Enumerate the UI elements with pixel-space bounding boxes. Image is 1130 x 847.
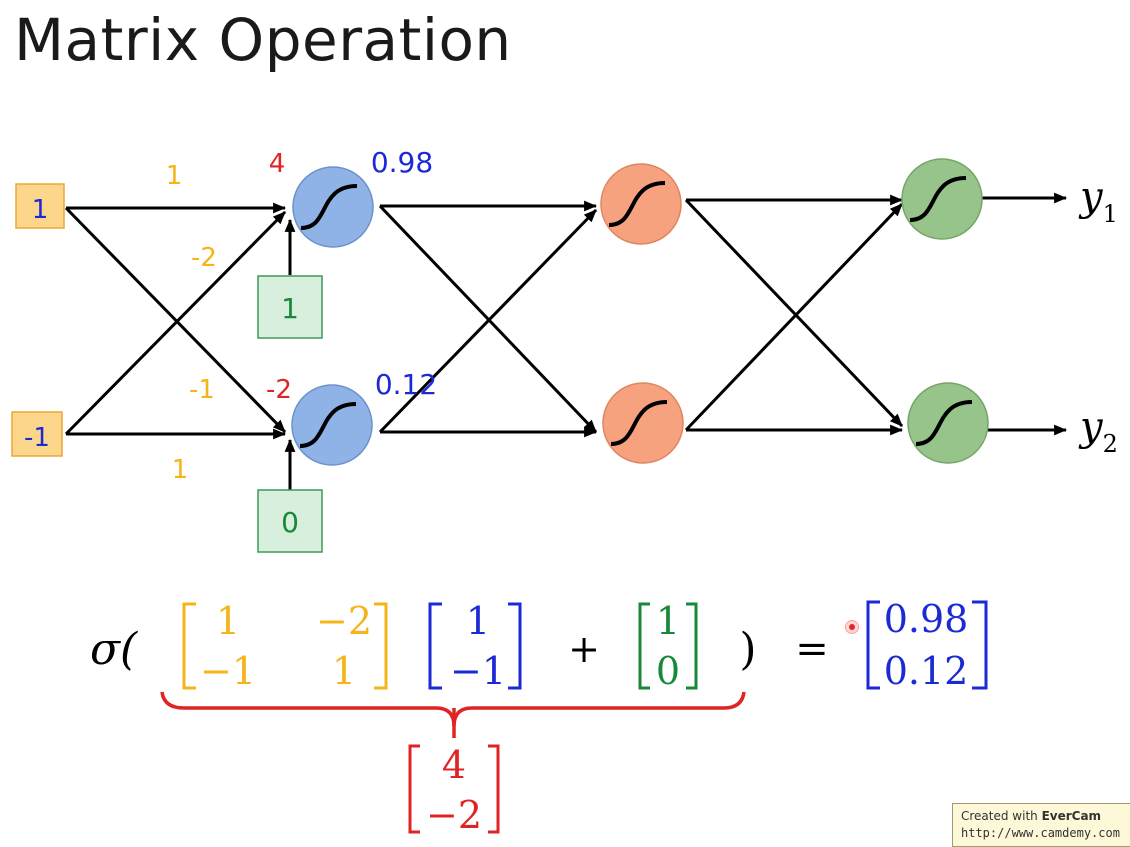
- sigmoid-icon: [610, 400, 668, 446]
- input-node-1: 1: [15, 183, 65, 229]
- slide-title: Matrix Operation: [14, 6, 512, 74]
- sigmoid-icon: [909, 176, 967, 222]
- bv-1: 1: [656, 599, 680, 643]
- pointer-highlight: [845, 620, 859, 634]
- wm-21: −1: [200, 649, 256, 693]
- input-vector: 1 −1: [428, 599, 522, 693]
- sigmoid-icon: [608, 181, 666, 227]
- bv-2: 0: [656, 649, 680, 693]
- weight-matrix: 1 −2 −1 1: [182, 599, 388, 693]
- edge-x1-n2: [64, 206, 287, 434]
- neuron-layer3-2: [907, 382, 989, 464]
- plus-sign: +: [568, 627, 600, 671]
- neuron-layer2-2: [602, 382, 684, 464]
- weight-w22: 1: [172, 455, 189, 485]
- bias-node-1: 1: [257, 275, 323, 339]
- edge-l2-2-l3-1: [684, 202, 904, 432]
- bias-value-1: 1: [281, 292, 299, 325]
- rv-2: 0.12: [884, 649, 969, 693]
- output-y2: y2: [1078, 404, 1118, 458]
- preactivation-z2: -2: [266, 375, 292, 405]
- weight-w11: 1: [166, 161, 183, 191]
- close-paren: ): [739, 624, 756, 675]
- neuron-layer3-1: [901, 158, 983, 240]
- wm-11: 1: [216, 599, 240, 643]
- input-node-2: -1: [11, 411, 63, 457]
- edges-layer1-layer2: [378, 200, 598, 438]
- edge-x2-n1: [64, 210, 287, 436]
- iv-1: 1: [466, 599, 490, 643]
- brv-1: 4: [442, 743, 466, 787]
- preactivation-z1: 4: [269, 149, 286, 179]
- iv-2: −1: [450, 649, 506, 693]
- activation-a1: 0.98: [371, 146, 433, 179]
- input-value-2: -1: [24, 423, 50, 453]
- equals-sign: =: [795, 626, 829, 672]
- neuron-layer2-1: [600, 163, 682, 245]
- wm-22: 1: [332, 649, 356, 693]
- neuron-layer1-1: [292, 166, 374, 248]
- brv-2: −2: [426, 793, 482, 837]
- bias-value-2: 0: [281, 506, 299, 539]
- activation-a2: 0.12: [375, 368, 437, 401]
- watermark-line1: Created with EverCam: [961, 809, 1102, 823]
- weight-w12: -2: [191, 243, 217, 273]
- sigmoid-icon: [299, 402, 357, 448]
- sigmoid-icon: [300, 184, 358, 230]
- equation: σ( 1 −2 −1 1 1 −1 + 1 0 ) =: [90, 597, 988, 837]
- edges-input-layer1: [64, 202, 296, 490]
- bias-node-2: 0: [257, 489, 323, 553]
- rv-1: 0.98: [884, 597, 969, 641]
- watermark: Created with EverCam http://www.camdemy.…: [952, 803, 1130, 847]
- activation-labels: 0.98 0.12: [371, 146, 437, 401]
- watermark-url: http://www.camdemy.com: [961, 826, 1120, 840]
- weight-w21: -1: [189, 375, 215, 405]
- neuron-layer1-2: [291, 384, 373, 466]
- wm-12: −2: [316, 599, 372, 643]
- output-labels: y1 y2: [1078, 174, 1118, 458]
- weight-labels: 1 -2 -1 1: [166, 161, 217, 485]
- edges-layer2-layer3: [684, 192, 1068, 436]
- output-y1: y1: [1078, 174, 1118, 228]
- input-value-1: 1: [32, 195, 49, 225]
- bias-vector: 1 0: [638, 599, 698, 693]
- sigma-symbol: σ(: [90, 624, 138, 675]
- preactivation-labels: 4 -2: [266, 149, 292, 405]
- sigmoid-icon: [915, 400, 973, 446]
- brace-result-vector: 4 −2: [408, 743, 500, 837]
- edge-l1-2-l2-1: [378, 208, 598, 434]
- edge-l2-1-l3-2: [684, 198, 904, 428]
- result-vector: 0.98 0.12: [866, 597, 988, 693]
